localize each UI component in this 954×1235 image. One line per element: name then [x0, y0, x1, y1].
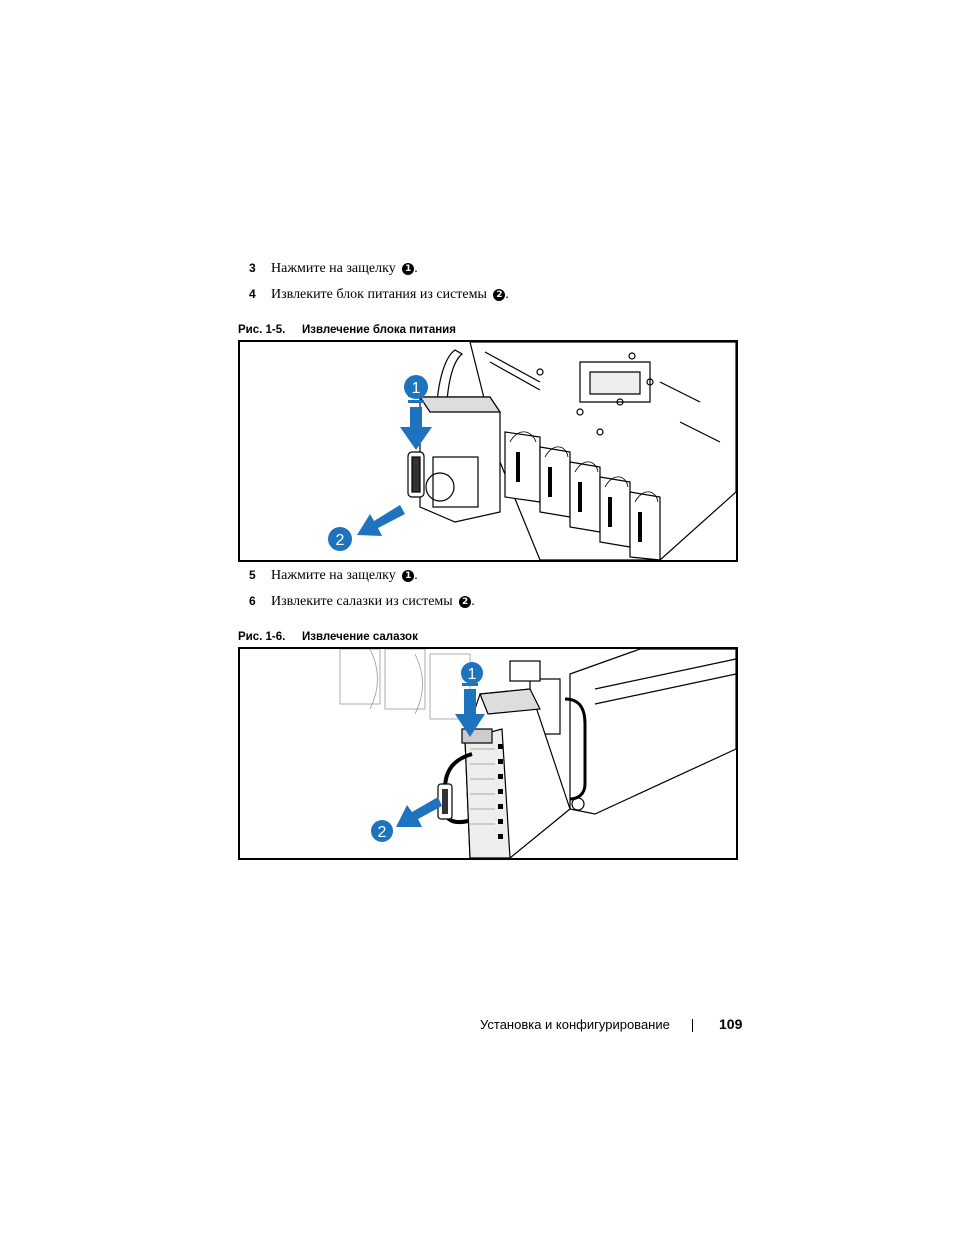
- callout-marker: 2: [493, 289, 506, 301]
- figure-callout: 2: [378, 824, 387, 841]
- step-4: 4 Извлеките блок питания из системы 2.: [249, 285, 509, 304]
- figure-illustration: 1 2: [339, 649, 736, 858]
- step-suffix: .: [471, 594, 475, 609]
- figure-callout: 1: [468, 666, 477, 683]
- figure-title: Извлечение салазок: [302, 631, 418, 643]
- figure-title: Извлечение блока питания: [302, 324, 456, 336]
- callout-marker: 2: [459, 596, 472, 608]
- figure-illustration: 1 2: [328, 342, 736, 560]
- step-text: Нажмите на защелку: [271, 568, 396, 583]
- step-number: 6: [249, 594, 256, 608]
- step-number: 5: [249, 568, 256, 582]
- step-suffix: .: [505, 287, 509, 302]
- step-number: 3: [249, 261, 256, 275]
- step-number: 4: [249, 287, 256, 301]
- page-number: 109: [719, 1016, 743, 1032]
- callout-marker: 1: [402, 570, 415, 582]
- figure-sled-removal: 1 2: [238, 647, 738, 860]
- step-suffix: .: [414, 568, 418, 583]
- step-3: 3 Нажмите на защелку 1.: [249, 259, 418, 278]
- figure-callout: 2: [336, 532, 345, 549]
- footer-separator: [692, 1019, 693, 1032]
- step-6: 6 Извлеките салазки из системы 2.: [249, 592, 475, 611]
- footer-section-title: Установка и конфигурирование: [480, 1017, 670, 1032]
- step-text: Нажмите на защелку: [271, 261, 396, 276]
- step-5: 5 Нажмите на защелку 1.: [249, 566, 418, 585]
- figure-power-supply-removal: 1 2: [238, 340, 738, 562]
- step-text: Извлеките блок питания из системы: [271, 287, 487, 302]
- figure-label: Рис. 1-6.: [238, 631, 286, 643]
- step-text: Извлеките салазки из системы: [271, 594, 453, 609]
- figure-label: Рис. 1-5.: [238, 324, 286, 336]
- figure-callout: 1: [412, 380, 421, 397]
- figure-caption: Рис. 1-5. Извлечение блока питания: [238, 323, 456, 337]
- figure-caption: Рис. 1-6. Извлечение салазок: [238, 630, 418, 644]
- callout-marker: 1: [402, 263, 415, 275]
- step-suffix: .: [414, 261, 418, 276]
